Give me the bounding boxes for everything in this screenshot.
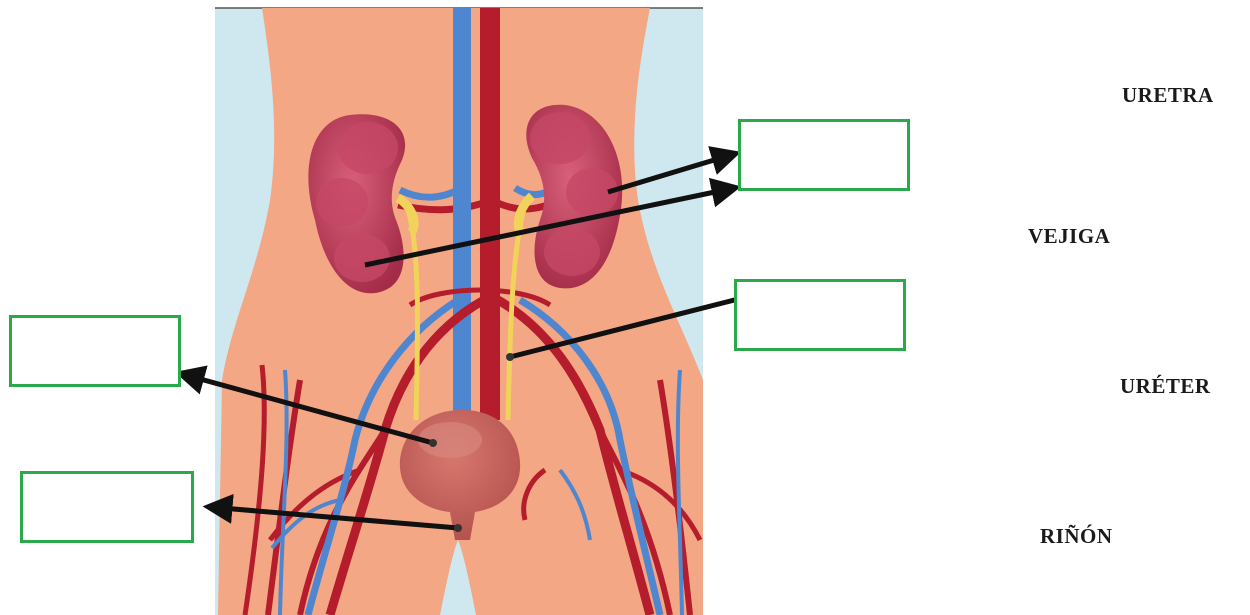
- word-uretra[interactable]: URETRA: [1122, 83, 1214, 108]
- word-rinon[interactable]: RIÑÓN: [1040, 524, 1113, 549]
- answer-box-2[interactable]: [734, 279, 906, 351]
- bladder-pointer-dot: [429, 439, 437, 447]
- word-vejiga[interactable]: VEJIGA: [1028, 224, 1110, 249]
- answer-box-4[interactable]: [20, 471, 194, 543]
- answer-box-3[interactable]: [9, 315, 181, 387]
- word-ureter[interactable]: URÉTER: [1120, 374, 1211, 399]
- urethra-pointer-dot: [454, 524, 462, 532]
- ureter-pointer-dot: [506, 353, 514, 361]
- answer-box-1[interactable]: [738, 119, 910, 191]
